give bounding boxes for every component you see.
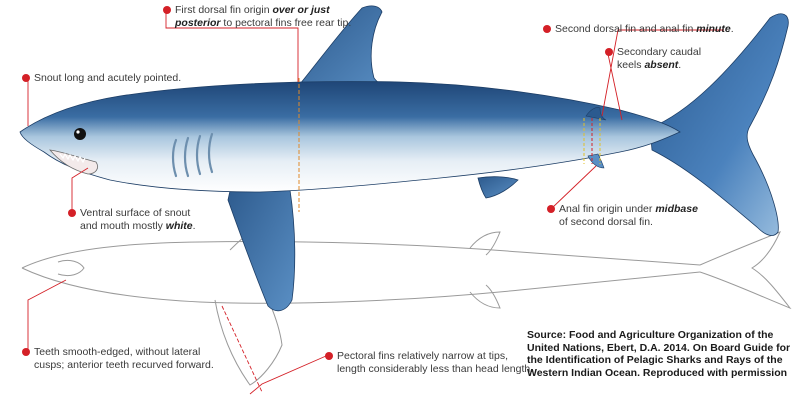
first-dorsal-emphasis-2: posterior	[175, 17, 221, 29]
second-dorsal-emphasis: minute	[696, 23, 731, 35]
caudal-keels-text: Secondary caudal	[617, 46, 702, 58]
second-dorsal-period: .	[730, 23, 734, 35]
anal-fin	[587, 153, 605, 169]
caudal-keels-emphasis: absent	[644, 59, 679, 71]
second-dorsal-note: Second dorsal fin and anal fin minute.	[543, 23, 734, 36]
source-line-3: the Identification of Pelagic Sharks and…	[527, 354, 783, 366]
gill-slits	[171, 132, 214, 178]
marker-dot	[605, 48, 613, 56]
pelvic-fin	[477, 176, 519, 199]
first-dorsal-text-2: to pectoral fins free rear tip.	[220, 17, 352, 29]
ventral-pelvic-outline	[469, 231, 501, 309]
source-line-1: Source: Food and Agriculture Organizatio…	[527, 329, 774, 341]
ventral-pectoral-fin-lower-outline	[214, 299, 283, 386]
marker-dot	[22, 348, 30, 356]
teeth-leader	[27, 279, 67, 352]
anal-fin-emphasis: midbase	[655, 203, 698, 215]
first-dorsal-emphasis: over or just	[272, 4, 330, 16]
first-dorsal-leader	[165, 10, 299, 82]
anal-fin-leader	[551, 165, 597, 209]
ventral-text: Ventral surface of snout	[80, 207, 191, 219]
caudal-keels-note: Secondary caudal keels absent.	[605, 46, 702, 72]
teeth-note: Teeth smooth-edged, without lateral cusp…	[22, 346, 214, 372]
ventral-period: .	[192, 220, 196, 232]
second-dorsal-text: Second dorsal fin and anal fin	[555, 23, 697, 35]
teeth	[59, 152, 86, 164]
source-line-4: Western Indian Ocean. Reproduced with pe…	[527, 366, 788, 379]
pectoral-leader-dashed	[221, 305, 263, 393]
pectoral-fin	[227, 180, 296, 312]
second-dorsal-leader	[601, 29, 724, 117]
first-dorsal-text: First dorsal fin origin	[175, 4, 273, 16]
marker-dot	[547, 205, 555, 213]
caudal-fin	[649, 13, 789, 236]
marker-dot	[163, 6, 171, 14]
anal-fin-text-2: of second dorsal fin.	[559, 216, 653, 228]
teeth-text: Teeth smooth-edged, without lateral	[34, 346, 201, 358]
shark-body	[19, 81, 681, 193]
anal-fin-text: Anal fin origin under	[559, 203, 656, 215]
ventral-jaw-outline	[57, 259, 85, 277]
pectoral-text: Pectoral fins relatively narrow at tips,	[337, 350, 508, 362]
eye-highlight	[76, 130, 80, 134]
ventral-note: Ventral surface of snout and mouth mostl…	[68, 207, 196, 233]
source-line-2: United Nations, Ebert, D.A. 2014. On Boa…	[527, 341, 791, 354]
eye	[74, 128, 86, 140]
pectoral-leader	[249, 355, 327, 395]
caudal-keels-period: .	[678, 59, 682, 71]
ventral-tail-outline	[699, 231, 792, 310]
pectoral-note: Pectoral fins relatively narrow at tips,…	[325, 350, 534, 376]
teeth-text-2: cusps; anterior teeth recurved forward.	[34, 359, 214, 371]
ventral-leader	[71, 167, 89, 212]
first-dorsal-note: First dorsal fin origin over or just pos…	[163, 4, 352, 30]
pectoral-text-2: length considerably less than head lengt…	[337, 363, 534, 375]
anal-fin-note: Anal fin origin under midbase of second …	[547, 203, 698, 229]
source-credit: Source: Food and Agriculture Organizatio…	[527, 329, 790, 379]
marker-dot	[22, 74, 30, 82]
ventral-emphasis: white	[165, 220, 193, 232]
caudal-keels-text-2: keels	[617, 59, 645, 71]
caudal-keels-leader	[607, 53, 623, 121]
marker-dot	[325, 352, 333, 360]
second-dorsal-fin	[585, 107, 607, 121]
marker-dot	[543, 25, 551, 33]
leader-lines	[27, 10, 724, 395]
ventral-view-outline	[21, 211, 792, 386]
ventral-text-2: and mouth mostly	[80, 220, 166, 232]
marker-dot	[68, 209, 76, 217]
snout-text: Snout long and acutely pointed.	[34, 72, 182, 84]
ventral-body-outline	[21, 240, 701, 304]
snout-note: Snout long and acutely pointed.	[22, 72, 182, 85]
